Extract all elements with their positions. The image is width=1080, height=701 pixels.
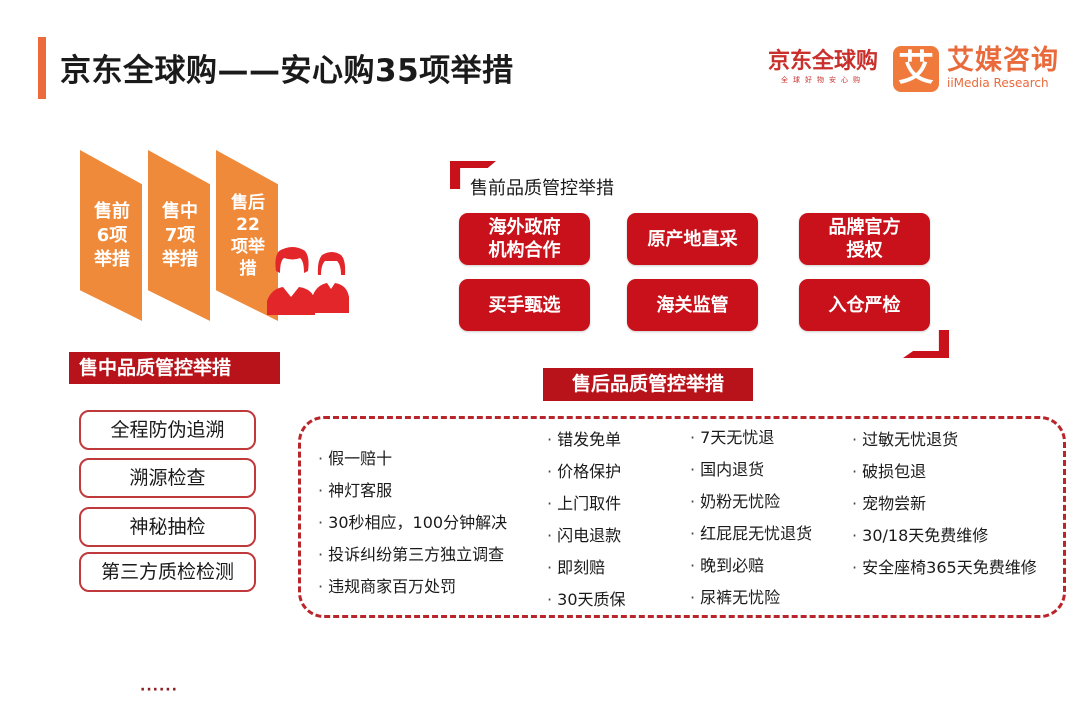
midsale-section-title: 售中品质管控举措: [69, 352, 280, 384]
presale-item-2: 原产地直采: [627, 213, 758, 265]
postsale-column-4: 过敏无忧退货 破损包退 宠物尝新 30/18天免费维修 安全座椅365天免费维修: [852, 424, 1037, 584]
postsale-item: 宠物尝新: [852, 488, 1037, 520]
stage-midsale-label: 售中 7项 举措: [162, 200, 198, 270]
postsale-column-3: 7天无忧退 国内退货 奶粉无忧险 红屁屁无忧退货 晚到必赔 尿裤无忧险: [690, 422, 812, 614]
postsale-section-title: 售后品质管控举措: [543, 368, 753, 401]
page-title: 京东全球购——安心购35项举措: [60, 53, 514, 89]
postsale-item: 破损包退: [852, 456, 1037, 488]
jd-global-logo: 京东全球购 全球好物安心购: [768, 50, 878, 85]
postsale-item: 尿裤无忧险: [690, 582, 812, 614]
footer-dots: ······: [140, 682, 178, 698]
postsale-column-2: 错发免单 价格保护 上门取件 闪电退款 即刻赔 30天质保: [547, 424, 626, 616]
postsale-item: 神灯客服: [318, 475, 507, 507]
stage-presale-label: 售前 6项 举措: [94, 200, 130, 270]
imedia-logo-icon: 艾: [893, 46, 939, 92]
jd-logo-slogan: 全球好物安心购: [781, 76, 865, 84]
postsale-item: 错发免单: [547, 424, 626, 456]
postsale-item: 安全座椅365天免费维修: [852, 552, 1037, 584]
postsale-item: 晚到必赔: [690, 550, 812, 582]
postsale-item: 即刻赔: [547, 552, 626, 584]
presale-item-4: 买手甄选: [459, 279, 590, 331]
presale-item-6: 入仓严检: [799, 279, 930, 331]
postsale-item: 30/18天免费维修: [852, 520, 1037, 552]
title-accent-bar: [38, 37, 46, 99]
stage-midsale-chevron: 售中 7项 举措: [148, 150, 210, 321]
postsale-item: 30秒相应，100分钟解决: [318, 507, 507, 539]
midsale-item-4: 第三方质检检测: [79, 552, 256, 592]
stage-postsale-label: 售后 22 项举 措: [231, 192, 265, 279]
postsale-dashed-box: [298, 416, 1066, 618]
postsale-item: 闪电退款: [547, 520, 626, 552]
presale-item-3: 品牌官方 授权: [799, 213, 930, 265]
postsale-item: 过敏无忧退货: [852, 424, 1037, 456]
postsale-item: 违规商家百万处罚: [318, 571, 507, 603]
people-icon: [267, 247, 349, 315]
postsale-column-1: 假一赔十 神灯客服 30秒相应，100分钟解决 投诉纠纷第三方独立调查 违规商家…: [318, 443, 507, 603]
postsale-item: 投诉纠纷第三方独立调查: [318, 539, 507, 571]
jd-logo-text: 京东全球购: [768, 49, 879, 74]
corner-bracket-bottom-right: [903, 330, 949, 358]
postsale-item: 上门取件: [547, 488, 626, 520]
postsale-item: 30天质保: [547, 584, 625, 616]
stage-postsale-chevron: 售后 22 项举 措: [216, 150, 278, 321]
postsale-item: 假一赔十: [318, 443, 507, 475]
presale-section-title: 售前品质管控举措: [470, 178, 614, 199]
imedia-logo-en: iiMedia Research: [947, 76, 1049, 90]
stage-presale-chevron: 售前 6项 举措: [80, 150, 142, 321]
midsale-item-3: 神秘抽检: [79, 507, 256, 547]
presale-item-5: 海关监管: [627, 279, 758, 331]
imedia-logo-cn: 艾媒咨询: [947, 45, 1059, 76]
midsale-item-1: 全程防伪追溯: [79, 410, 256, 450]
imedia-logo: 艾媒咨询 iiMedia Research: [947, 45, 1059, 91]
postsale-item: 国内退货: [690, 454, 812, 486]
postsale-item: 价格保护: [547, 456, 626, 488]
postsale-item: 红屁屁无忧退货: [690, 518, 812, 550]
postsale-item: 奶粉无忧险: [690, 486, 812, 518]
presale-item-1: 海外政府 机构合作: [459, 213, 590, 265]
midsale-item-2: 溯源检查: [79, 458, 256, 498]
postsale-item: 7天无忧退: [690, 422, 812, 454]
